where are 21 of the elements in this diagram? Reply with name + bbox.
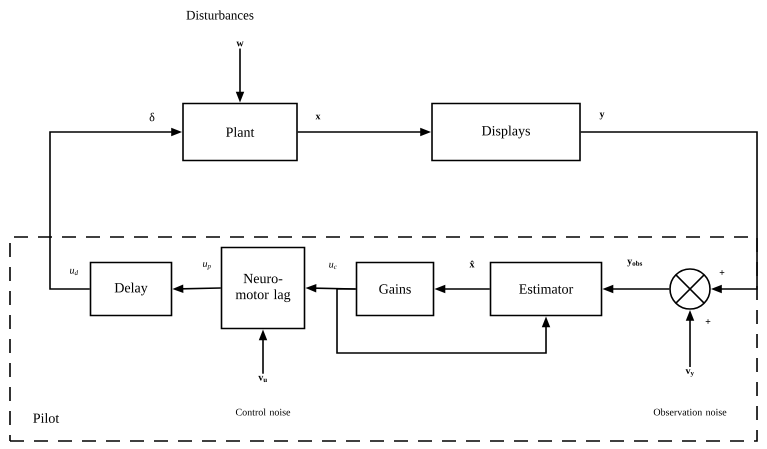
signal-label: u$_{p}$ (203, 262, 211, 270)
signal-label: u$_{c}$ (329, 262, 337, 270)
block-box: Gains (356, 262, 434, 316)
block-box: Delay (90, 262, 172, 316)
block-box: Plant (182, 102, 298, 162)
signal-label: y$_{obs}$ (627, 260, 642, 266)
block-box: Neuro- motor lag (220, 246, 306, 330)
plus-sign: + (720, 270, 724, 275)
block-box: Displays (431, 102, 581, 162)
signal-label: u$_{d}$ (70, 268, 78, 276)
signal-label: x̂ (470, 260, 474, 268)
signal-label: δ (150, 112, 154, 122)
signal-label: y (600, 112, 604, 120)
input-label: Disturbances w (186, 10, 254, 46)
summing-junction (669, 268, 711, 310)
signal-label: x (316, 114, 320, 120)
plus-sign: + (706, 319, 710, 324)
input-label: v$_{u}$ Control noise (236, 376, 290, 416)
input-label: v$_{y}$ Observation noise (654, 369, 726, 416)
block-box: Estimator (490, 262, 602, 316)
arrow (580, 131, 758, 294)
